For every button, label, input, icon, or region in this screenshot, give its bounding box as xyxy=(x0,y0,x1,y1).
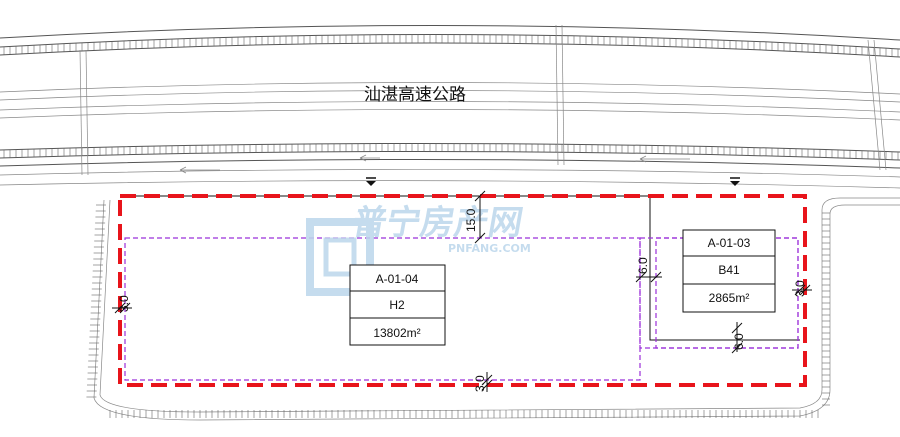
dim-setback-left: 3.0 xyxy=(112,295,132,314)
dim-setback-right: 3.0 xyxy=(792,280,812,297)
parcel-label-a0104: A-01-04 H2 13802m² xyxy=(349,264,446,346)
dim-label: 3.0 xyxy=(473,375,487,392)
watermark: 普宁房产网 PNFANG.COM xyxy=(306,203,531,296)
expressway xyxy=(0,24,900,189)
dim-setback-top: 15.0 xyxy=(464,190,486,244)
dim-label: 3.0 xyxy=(117,295,131,312)
dim-setback-small-bottom: 6.0 xyxy=(731,322,746,354)
marker-triangle xyxy=(366,181,376,186)
dim-setback-mid: 6.0 xyxy=(635,257,662,283)
parcel-type: B41 xyxy=(718,263,740,277)
parcel-type: H2 xyxy=(389,298,405,312)
dim-label: 3.0 xyxy=(793,280,807,297)
dim-label: 6.0 xyxy=(636,257,650,274)
marker-triangle xyxy=(730,181,740,186)
setback-line-a0103-outer xyxy=(639,237,799,349)
watermark-text: 普宁房产网 xyxy=(349,203,526,243)
dim-setback-bottom: 3.0 xyxy=(473,372,493,392)
planning-boundary xyxy=(118,194,807,387)
parcel-area: 13802m² xyxy=(373,326,420,340)
expressway-ticks-lower xyxy=(3,143,899,160)
parcel-code: A-01-03 xyxy=(708,236,751,250)
dim-label: 15.0 xyxy=(464,208,478,232)
watermark-subtext: PNFANG.COM xyxy=(448,242,531,255)
road-name-label: 汕湛高速公路 xyxy=(364,85,466,104)
curb-ticks xyxy=(86,204,830,418)
parcel-label-a0103: A-01-03 B41 2865m² xyxy=(682,229,776,313)
site-outer-curb xyxy=(86,197,900,421)
parcel-area: 2865m² xyxy=(709,291,750,305)
parcel-code: A-01-04 xyxy=(376,272,419,286)
dim-label: 6.0 xyxy=(732,333,746,350)
expressway-ticks-upper xyxy=(3,34,899,57)
